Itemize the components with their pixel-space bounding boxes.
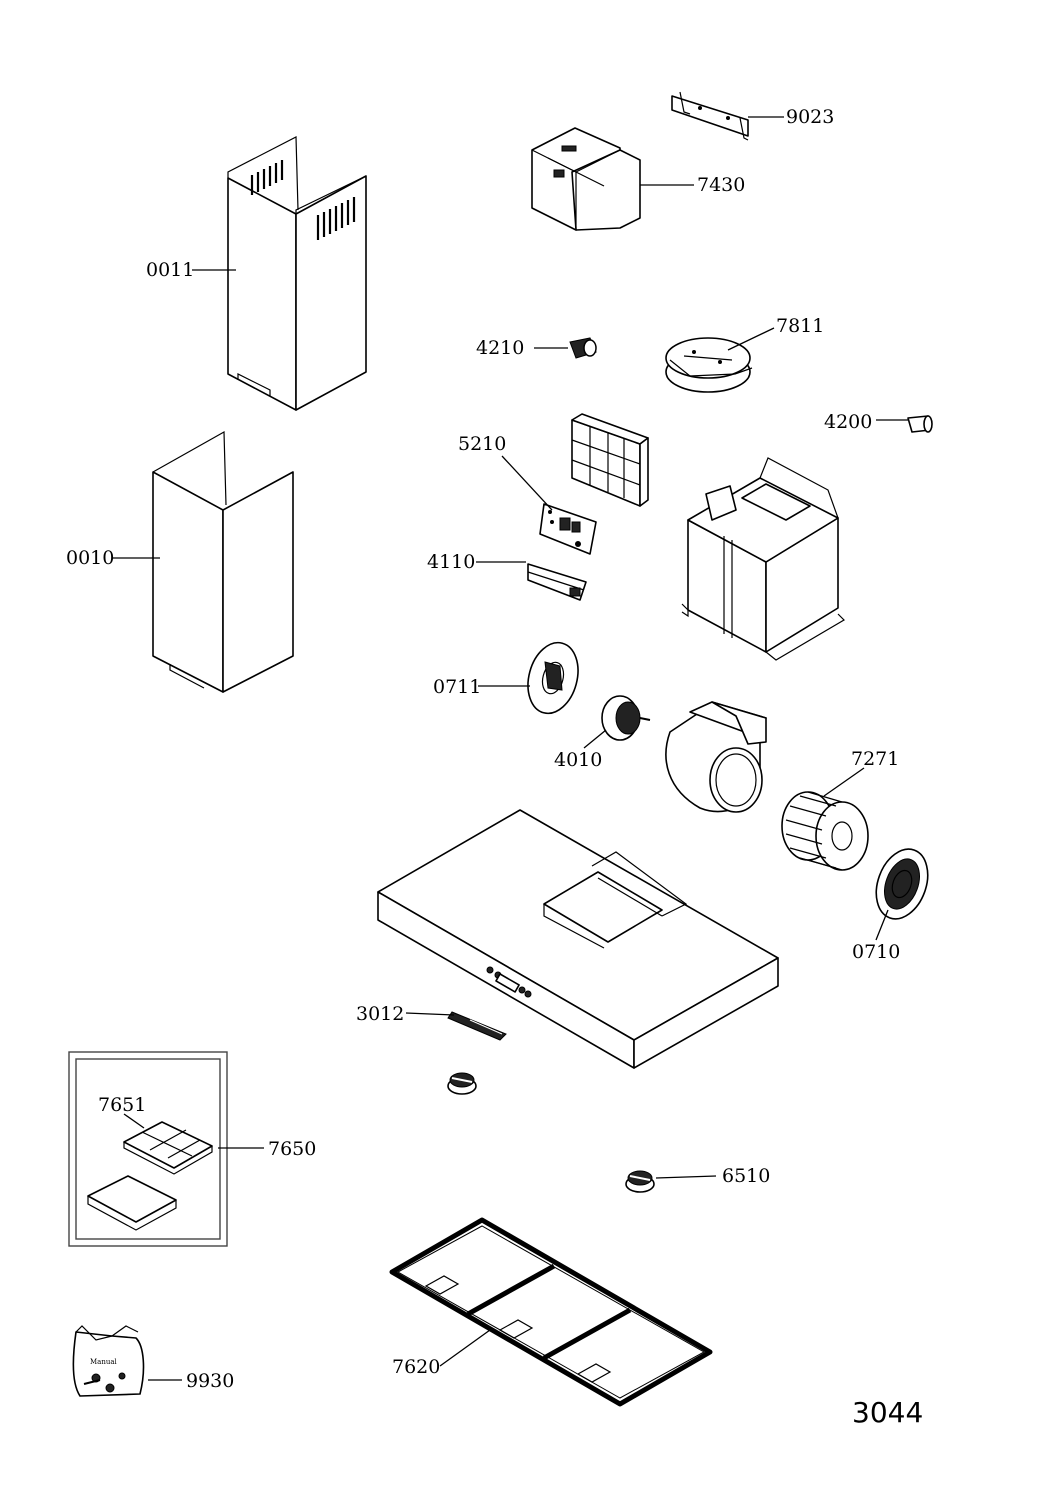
- part-knob-extra: [447, 1072, 477, 1095]
- part-check-valve[interactable]: [665, 337, 753, 393]
- part-grease-filter[interactable]: [389, 1217, 713, 1407]
- part-blower-scroll: [665, 701, 767, 813]
- label-4010: 4010: [554, 749, 602, 771]
- label-6510: 6510: [722, 1165, 770, 1187]
- part-chimney-upper[interactable]: [227, 136, 367, 411]
- part-fan-wheel[interactable]: [781, 791, 869, 871]
- part-wall-bracket[interactable]: [671, 91, 749, 141]
- part-grille-cassette: [571, 413, 649, 507]
- label-5210: 5210: [458, 433, 506, 455]
- part-motor[interactable]: [601, 695, 651, 741]
- label-0010: 0010: [66, 547, 114, 569]
- label-7430: 7430: [697, 174, 745, 196]
- part-inlet-ring[interactable]: [867, 842, 937, 926]
- label-7620: 7620: [392, 1356, 440, 1378]
- part-filter-kit[interactable]: [68, 1051, 228, 1247]
- part-switch-cover[interactable]: [527, 563, 587, 601]
- part-motor-plate[interactable]: [521, 637, 586, 719]
- label-7811: 7811: [776, 315, 824, 337]
- part-filter-frame[interactable]: [123, 1121, 213, 1175]
- label-9930: 9930: [186, 1370, 234, 1392]
- label-4210: 4210: [476, 337, 524, 359]
- part-screw-bag[interactable]: Manual: [72, 1325, 145, 1397]
- label-7271: 7271: [851, 748, 899, 770]
- label-0711: 0711: [433, 676, 481, 698]
- part-lamp[interactable]: [907, 415, 933, 433]
- svg-text:Manual: Manual: [90, 1358, 118, 1366]
- label-3012: 3012: [356, 1003, 404, 1025]
- part-lamp-holder[interactable]: [569, 337, 597, 359]
- label-7651: 7651: [98, 1094, 146, 1116]
- label-4110: 4110: [427, 551, 475, 573]
- part-hood-canopy: [377, 809, 779, 1069]
- part-push-button[interactable]: [447, 1011, 507, 1041]
- part-air-deflector[interactable]: [531, 127, 641, 231]
- label-0011: 0011: [146, 259, 194, 281]
- part-control-board[interactable]: [539, 503, 597, 555]
- part-chimney-lower[interactable]: [152, 430, 294, 693]
- part-motor-housing: [681, 457, 845, 661]
- label-4200: 4200: [824, 411, 872, 433]
- part-knob[interactable]: [625, 1170, 655, 1193]
- label-0710: 0710: [852, 941, 900, 963]
- label-7650: 7650: [268, 1138, 316, 1160]
- document-number: 3044: [852, 1396, 923, 1429]
- label-9023: 9023: [786, 106, 834, 128]
